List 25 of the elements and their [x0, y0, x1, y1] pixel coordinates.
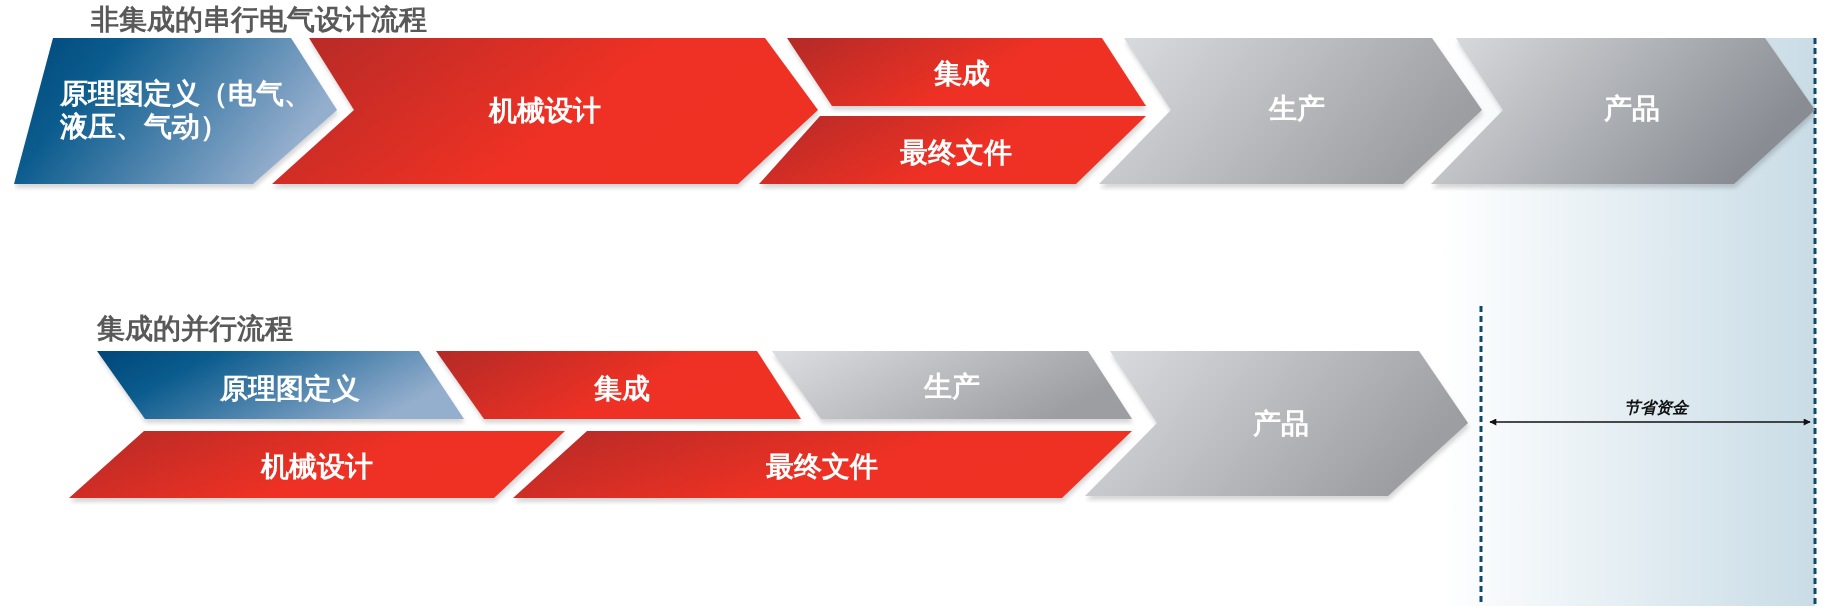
- dimension-label: 节省资金: [1624, 398, 1688, 418]
- step-label: 最终文件: [900, 135, 1012, 169]
- step-label: 原理图定义（电气、液压、气动）: [60, 77, 313, 143]
- process-step: [1099, 38, 1485, 191]
- step-label: 产品: [1253, 406, 1309, 440]
- step-label: 生产: [1269, 91, 1325, 125]
- section-heading: 非集成的串行电气设计流程: [91, 4, 427, 36]
- process-step: [759, 116, 1149, 191]
- process-step: [97, 351, 467, 426]
- process-step: [436, 351, 804, 426]
- process-step: [787, 38, 1149, 113]
- step-label: 机械设计: [261, 449, 373, 483]
- step-label: 机械设计: [489, 93, 601, 127]
- process-step: [69, 431, 568, 505]
- step-label: 生产: [924, 369, 980, 403]
- step-label: 最终文件: [766, 449, 878, 483]
- process-step: [1431, 38, 1818, 191]
- step-label: 集成: [934, 56, 990, 90]
- process-step: [1085, 351, 1471, 503]
- process-step: [513, 431, 1135, 505]
- process-step: [14, 38, 340, 191]
- step-label: 产品: [1604, 91, 1660, 125]
- step-label: 集成: [594, 371, 650, 405]
- process-step: [772, 351, 1135, 426]
- step-label: 原理图定义: [220, 371, 360, 405]
